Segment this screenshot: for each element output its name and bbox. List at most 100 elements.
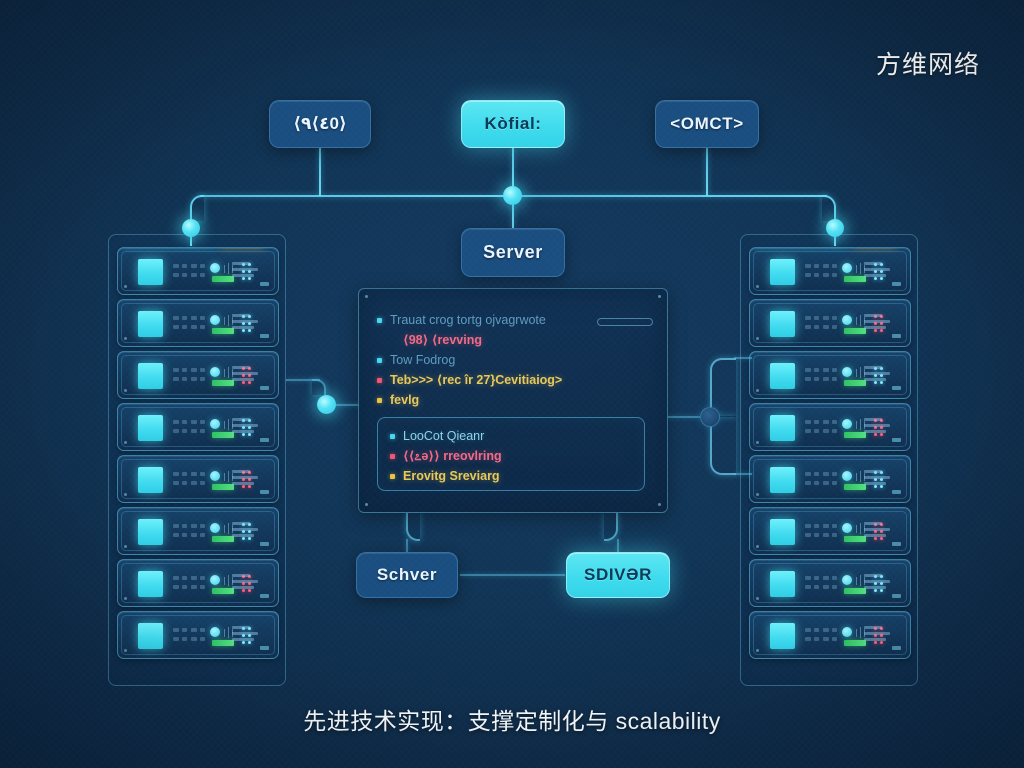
rack-unit-screen bbox=[138, 363, 163, 389]
rack-unit-meta-lines bbox=[864, 366, 890, 384]
rack-unit-led bbox=[874, 589, 877, 592]
rack-unit-led bbox=[242, 367, 245, 370]
rack-unit-meta-line bbox=[864, 418, 882, 421]
rack-unit-corner-dot bbox=[124, 389, 127, 392]
rack-unit-tick bbox=[232, 421, 233, 429]
rack-unit-led bbox=[880, 381, 883, 384]
rack-unit-label-block bbox=[805, 472, 811, 476]
rack-unit-led bbox=[874, 315, 877, 318]
rack-unit-tick bbox=[864, 421, 865, 429]
rack-unit[interactable] bbox=[117, 299, 279, 347]
rack-unit-label-block bbox=[814, 576, 819, 580]
rack-unit-led bbox=[248, 263, 251, 266]
rack-unit-corner-dot bbox=[124, 545, 127, 548]
rack-unit-label-block bbox=[173, 533, 179, 537]
rack-unit-indicator-dot bbox=[842, 419, 852, 429]
top-node-right[interactable]: <OMCT> bbox=[655, 100, 759, 148]
rack-unit-label-block bbox=[182, 368, 187, 372]
rack-unit[interactable] bbox=[749, 351, 911, 399]
rack-unit-meta-line bbox=[864, 580, 890, 583]
rack-unit-meta-lines bbox=[864, 626, 890, 644]
server-rack-left[interactable] bbox=[108, 234, 286, 686]
log-line: ⟨98⟩ ⟨revving bbox=[377, 331, 653, 350]
rack-unit-chip bbox=[260, 490, 269, 494]
rack-unit[interactable] bbox=[117, 507, 279, 555]
top-node-left[interactable]: ⟨٩⟨٤0⟩ bbox=[269, 100, 371, 148]
log-bullet-icon bbox=[390, 338, 395, 343]
rack-unit-label-block bbox=[182, 472, 187, 476]
bottom-node-left[interactable]: Schver bbox=[356, 552, 458, 598]
central-log-panel[interactable]: Trauat crog tortg ojvagrwote ⟨98⟩ ⟨revvin… bbox=[358, 288, 668, 513]
rack-unit-indicator-dot bbox=[842, 367, 852, 377]
rack-unit-tick bbox=[856, 421, 857, 429]
rack-unit-led bbox=[248, 575, 251, 578]
rack-unit-led bbox=[248, 530, 251, 533]
rack-unit-screen bbox=[138, 415, 163, 441]
rack-unit-label-block bbox=[823, 377, 829, 381]
rack-unit-indicator-dot bbox=[210, 263, 220, 273]
rack-unit-tick bbox=[232, 473, 233, 481]
rack-unit[interactable] bbox=[117, 247, 279, 295]
log-line-text: Trauat crog tortg ojvagrwote bbox=[390, 313, 546, 327]
rack-unit-led bbox=[874, 582, 877, 585]
rack-unit-label-block bbox=[823, 576, 829, 580]
rack-unit-meta-line bbox=[864, 638, 886, 641]
rack-unit-label-block bbox=[805, 628, 811, 632]
rack-unit[interactable] bbox=[749, 247, 911, 295]
rack-unit-meta-lines bbox=[232, 522, 258, 540]
center-server-node[interactable]: Server bbox=[461, 228, 565, 277]
rack-unit-label-block bbox=[200, 368, 205, 372]
rack-unit-label-block bbox=[200, 316, 205, 320]
rack-unit-meta-line bbox=[864, 424, 890, 427]
rack-unit-tick bbox=[228, 575, 229, 586]
rack-unit[interactable] bbox=[117, 455, 279, 503]
rack-unit-led bbox=[880, 478, 883, 481]
rack-unit-meta-line bbox=[864, 366, 882, 369]
rack-unit-led bbox=[874, 426, 877, 429]
rack-unit-led bbox=[248, 478, 251, 481]
rack-unit[interactable] bbox=[749, 299, 911, 347]
rack-unit-health-bar bbox=[844, 588, 866, 594]
rack-unit[interactable] bbox=[117, 351, 279, 399]
rack-unit-label-block bbox=[823, 273, 829, 277]
rack-unit-led bbox=[242, 485, 245, 488]
rack-unit-led bbox=[242, 329, 245, 332]
rack-unit-led bbox=[880, 589, 883, 592]
rack-unit-label-block bbox=[832, 533, 837, 537]
rack-unit[interactable] bbox=[749, 455, 911, 503]
rack-unit-meta-line bbox=[232, 424, 258, 427]
rack-unit-indicator-dot bbox=[842, 627, 852, 637]
connector-right-branch-down bbox=[710, 416, 736, 475]
rack-unit-tick bbox=[232, 369, 233, 377]
rack-unit-label-block bbox=[182, 420, 187, 424]
rack-unit-screen bbox=[770, 623, 795, 649]
rack-unit-label-block bbox=[182, 576, 187, 580]
connector-top-left-drop bbox=[319, 148, 321, 196]
rack-unit-health-bar bbox=[212, 484, 234, 490]
rack-unit[interactable] bbox=[749, 559, 911, 607]
rack-unit-led bbox=[248, 471, 251, 474]
connector-bus-right bbox=[521, 195, 827, 197]
connector-bus-corner-right bbox=[822, 195, 836, 221]
rack-unit[interactable] bbox=[117, 403, 279, 451]
connector-bottom-right-drop bbox=[617, 539, 619, 553]
rack-unit-label-block bbox=[805, 524, 811, 528]
rack-unit-meta-line bbox=[864, 320, 890, 323]
rack-unit-tick bbox=[232, 265, 233, 273]
rack-unit-led bbox=[248, 433, 251, 436]
rack-unit[interactable] bbox=[749, 403, 911, 451]
rack-unit[interactable] bbox=[749, 507, 911, 555]
rack-unit-led bbox=[874, 433, 877, 436]
bottom-node-right[interactable]: SDIVƏR bbox=[566, 552, 670, 598]
top-node-center[interactable]: Kòfial: bbox=[461, 100, 565, 148]
connector-right-branch-bot-h bbox=[734, 473, 752, 475]
rack-unit-meta-line bbox=[232, 320, 258, 323]
rack-unit[interactable] bbox=[117, 611, 279, 659]
rack-unit[interactable] bbox=[749, 611, 911, 659]
rack-unit-label-block bbox=[832, 273, 837, 277]
rack-unit[interactable] bbox=[117, 559, 279, 607]
rack-unit-health-bar bbox=[212, 276, 234, 282]
rack-unit-label-block bbox=[182, 628, 187, 632]
server-rack-right[interactable] bbox=[740, 234, 918, 686]
